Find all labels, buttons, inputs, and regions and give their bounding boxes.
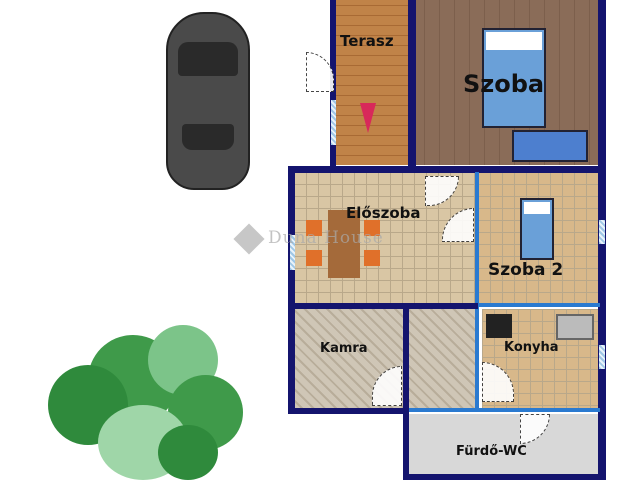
label-szoba2: Szoba 2 [488, 260, 564, 280]
wall [408, 0, 416, 172]
wall [403, 303, 409, 480]
label-kamra: Kamra [320, 341, 368, 356]
chair [364, 250, 380, 266]
wall [409, 408, 600, 412]
wall [478, 303, 600, 307]
window [331, 100, 336, 145]
wall [288, 408, 409, 414]
label-konyha: Konyha [504, 340, 559, 355]
car-icon [166, 12, 250, 190]
room-terasz [335, 0, 410, 165]
wall [288, 166, 295, 414]
chair [306, 220, 322, 236]
wall [475, 172, 479, 412]
sofa-icon [512, 130, 588, 162]
corridor [409, 309, 478, 410]
window [599, 345, 605, 369]
label-furdo: Fürdő-WC [456, 444, 527, 459]
watermark-logo [233, 223, 265, 255]
label-eloszoba: Előszoba [346, 204, 421, 222]
bed-icon [482, 28, 546, 128]
room-furdo [409, 414, 600, 474]
chair [306, 250, 322, 266]
window [290, 235, 295, 270]
stove-icon [486, 314, 512, 338]
wall [288, 303, 478, 309]
arrow-down-icon [360, 103, 376, 133]
window [599, 220, 605, 244]
label-terasz: Terasz [340, 32, 394, 50]
tree-icon [48, 315, 248, 480]
dining-table [328, 210, 360, 278]
wall [288, 166, 606, 173]
bed-icon [520, 198, 554, 260]
watermark-text: Duna House [268, 228, 384, 248]
wall [403, 474, 606, 480]
sink-icon [556, 314, 594, 340]
chair [364, 220, 380, 236]
label-szoba: Szoba [463, 70, 545, 98]
